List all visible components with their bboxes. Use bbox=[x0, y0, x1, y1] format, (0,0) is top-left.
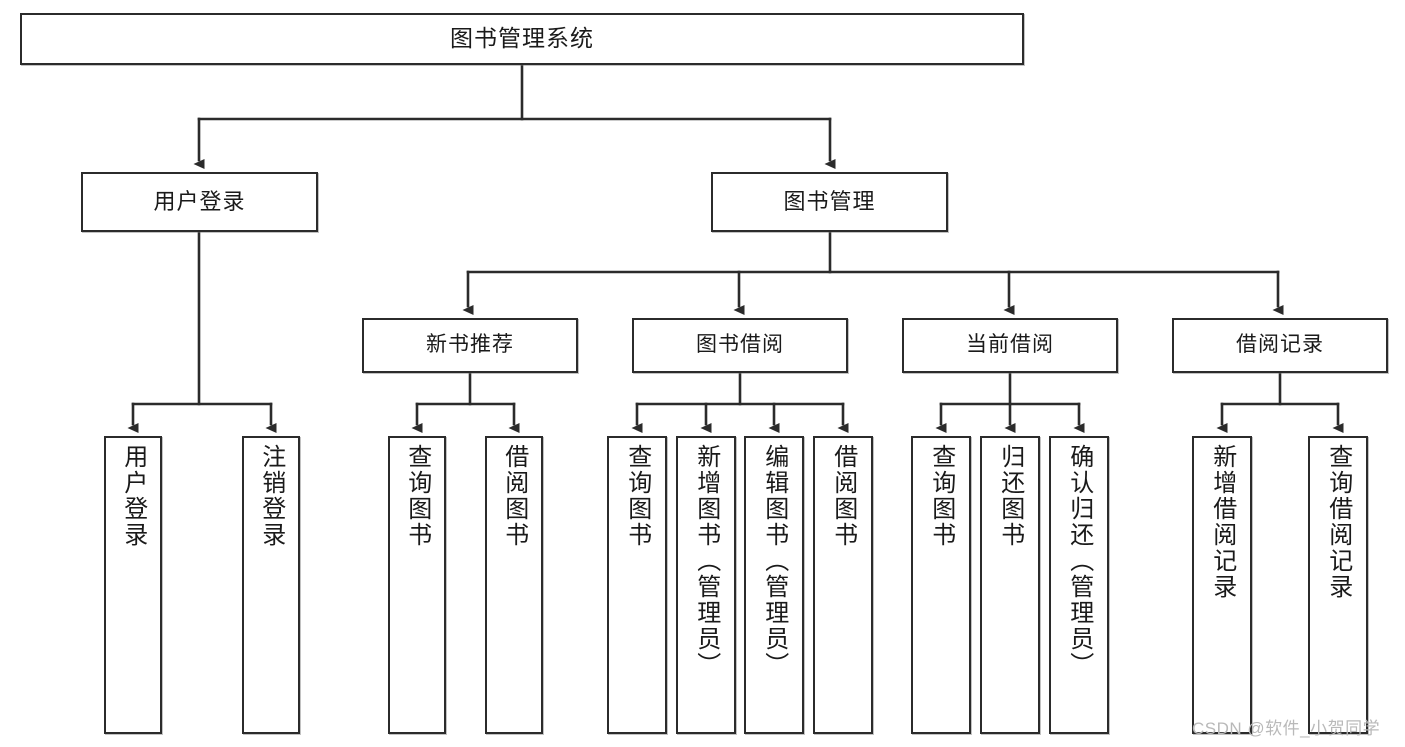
leaf-borrow-books-recommend[interactable]: 借阅图书 bbox=[485, 436, 543, 734]
node-label: 注销登录 bbox=[257, 444, 285, 548]
node-label: 当前借阅 bbox=[966, 333, 1054, 357]
leaf-add-book-admin[interactable]: 新增图书（管理员） bbox=[676, 436, 736, 734]
leaf-add-borrow-record[interactable]: 新增借阅记录 bbox=[1192, 436, 1252, 734]
leaf-logout[interactable]: 注销登录 bbox=[242, 436, 300, 734]
node-label: 图书借阅 bbox=[696, 333, 784, 357]
node-label: 确认归还（管理员） bbox=[1065, 444, 1093, 678]
node-label: 查询借阅记录 bbox=[1324, 444, 1352, 600]
leaf-query-borrow-record[interactable]: 查询借阅记录 bbox=[1308, 436, 1368, 734]
node-label: 用户登录 bbox=[153, 189, 246, 215]
leaf-edit-book-admin[interactable]: 编辑图书（管理员） bbox=[744, 436, 804, 734]
node-label: 新增借阅记录 bbox=[1208, 444, 1236, 600]
node-user-login[interactable]: 用户登录 bbox=[81, 172, 318, 232]
node-label: 查询图书 bbox=[927, 444, 955, 548]
node-label: 查询图书 bbox=[623, 444, 651, 548]
node-label: 借阅记录 bbox=[1236, 333, 1324, 357]
leaf-borrow-books[interactable]: 借阅图书 bbox=[813, 436, 873, 734]
node-new-book-recommend[interactable]: 新书推荐 bbox=[362, 318, 578, 373]
leaf-confirm-return-admin[interactable]: 确认归还（管理员） bbox=[1049, 436, 1109, 734]
node-label: 借阅图书 bbox=[829, 444, 857, 548]
leaf-query-books-recommend[interactable]: 查询图书 bbox=[388, 436, 446, 734]
node-label: 图书管理系统 bbox=[450, 25, 594, 52]
leaf-user-login[interactable]: 用户登录 bbox=[104, 436, 162, 734]
node-label: 编辑图书（管理员） bbox=[760, 444, 788, 678]
node-borrow-record[interactable]: 借阅记录 bbox=[1172, 318, 1388, 373]
node-book-borrow[interactable]: 图书借阅 bbox=[632, 318, 848, 373]
leaf-return-books[interactable]: 归还图书 bbox=[980, 436, 1040, 734]
node-current-borrow[interactable]: 当前借阅 bbox=[902, 318, 1118, 373]
node-book-management[interactable]: 图书管理 bbox=[711, 172, 948, 232]
node-label: 图书管理 bbox=[783, 189, 876, 215]
node-root-system[interactable]: 图书管理系统 bbox=[20, 13, 1024, 65]
leaf-query-books-borrow[interactable]: 查询图书 bbox=[607, 436, 667, 734]
node-label: 用户登录 bbox=[119, 444, 147, 548]
node-label: 新增图书（管理员） bbox=[692, 444, 720, 678]
node-label: 查询图书 bbox=[403, 444, 431, 548]
node-label: 借阅图书 bbox=[500, 444, 528, 548]
node-label: 新书推荐 bbox=[426, 333, 514, 357]
leaf-query-books-current[interactable]: 查询图书 bbox=[911, 436, 971, 734]
node-label: 归还图书 bbox=[996, 444, 1024, 548]
